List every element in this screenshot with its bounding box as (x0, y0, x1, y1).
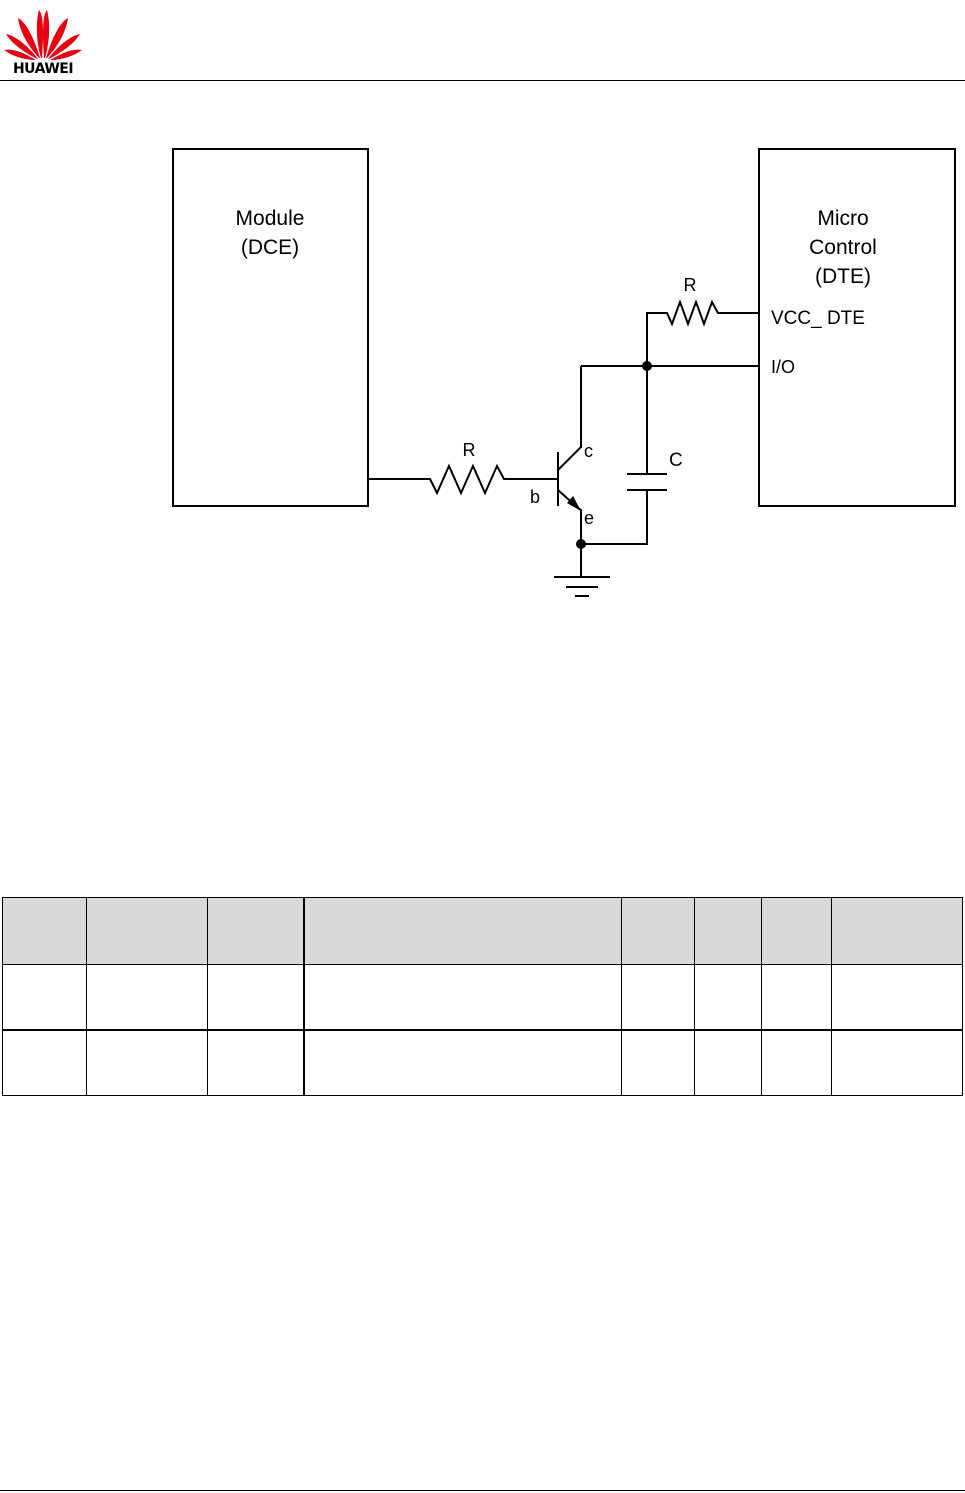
emitter-arrow-icon (567, 496, 581, 511)
table-cell (831, 1029, 963, 1096)
table-header-cell (694, 897, 762, 965)
capacitor-bottom-lead (581, 490, 648, 545)
table-cell (621, 964, 695, 1031)
resistor-pullup (646, 299, 759, 366)
table-row (2, 1029, 963, 1096)
table-cell (303, 1029, 622, 1096)
module-block (172, 148, 369, 507)
collector-label: c (584, 441, 593, 461)
table-cell (831, 964, 963, 1031)
emitter-label: e (584, 508, 594, 528)
table-cell (694, 964, 762, 1031)
table-cell (694, 1029, 762, 1096)
table-cell (207, 964, 305, 1031)
table-header-cell (86, 897, 208, 965)
table-cell (761, 964, 832, 1031)
resistor-base-label: R (463, 440, 476, 460)
base-label: b (530, 487, 540, 507)
table-header-row (2, 897, 963, 965)
table-header-cell (621, 897, 695, 965)
resistor-pullup-label: R (684, 275, 697, 295)
table-header-cell (303, 897, 622, 965)
resistor-base (368, 463, 558, 496)
table-cell (207, 1029, 305, 1096)
table-row (2, 964, 963, 1031)
spec-table (2, 897, 963, 1096)
module-label: Module (236, 207, 305, 230)
table-header-cell (207, 897, 305, 965)
table-header-cell (831, 897, 963, 965)
circuit-diagram: Module (DCE) Micro Control (DTE) VCC_ DT… (172, 148, 956, 597)
vcc-pin-label: VCC_ DTE (771, 308, 865, 329)
logo-petals-icon (4, 10, 82, 60)
logo-wordmark: HUAWEI (12, 61, 74, 77)
table-cell (86, 964, 208, 1031)
transistor-collector (557, 366, 582, 471)
io-pin-label: I/O (771, 357, 795, 377)
module-sublabel: (DCE) (241, 236, 299, 259)
table-cell (761, 1029, 832, 1096)
capacitor-label: C (669, 450, 683, 471)
mcu-label: Micro (817, 207, 868, 230)
table-header-cell (761, 897, 832, 965)
junction-dot-io (642, 361, 652, 371)
table-header-cell (2, 897, 87, 965)
header-divider (0, 80, 965, 81)
transistor-emitter (557, 489, 582, 544)
mcu-label-2: Control (809, 236, 877, 259)
table-cell (2, 1029, 87, 1096)
table-cell (2, 964, 87, 1031)
mcu-sublabel: (DTE) (815, 265, 871, 288)
table-cell (621, 1029, 695, 1096)
circuit-wiring (368, 299, 759, 597)
page-header: HUAWEI (0, 0, 965, 82)
mcu-block (758, 148, 956, 507)
footer-divider (0, 1490, 965, 1491)
table-cell (86, 1029, 208, 1096)
table-cell (303, 964, 622, 1031)
huawei-logo: HUAWEI (2, 0, 84, 80)
junction-dot-ground (576, 539, 586, 549)
